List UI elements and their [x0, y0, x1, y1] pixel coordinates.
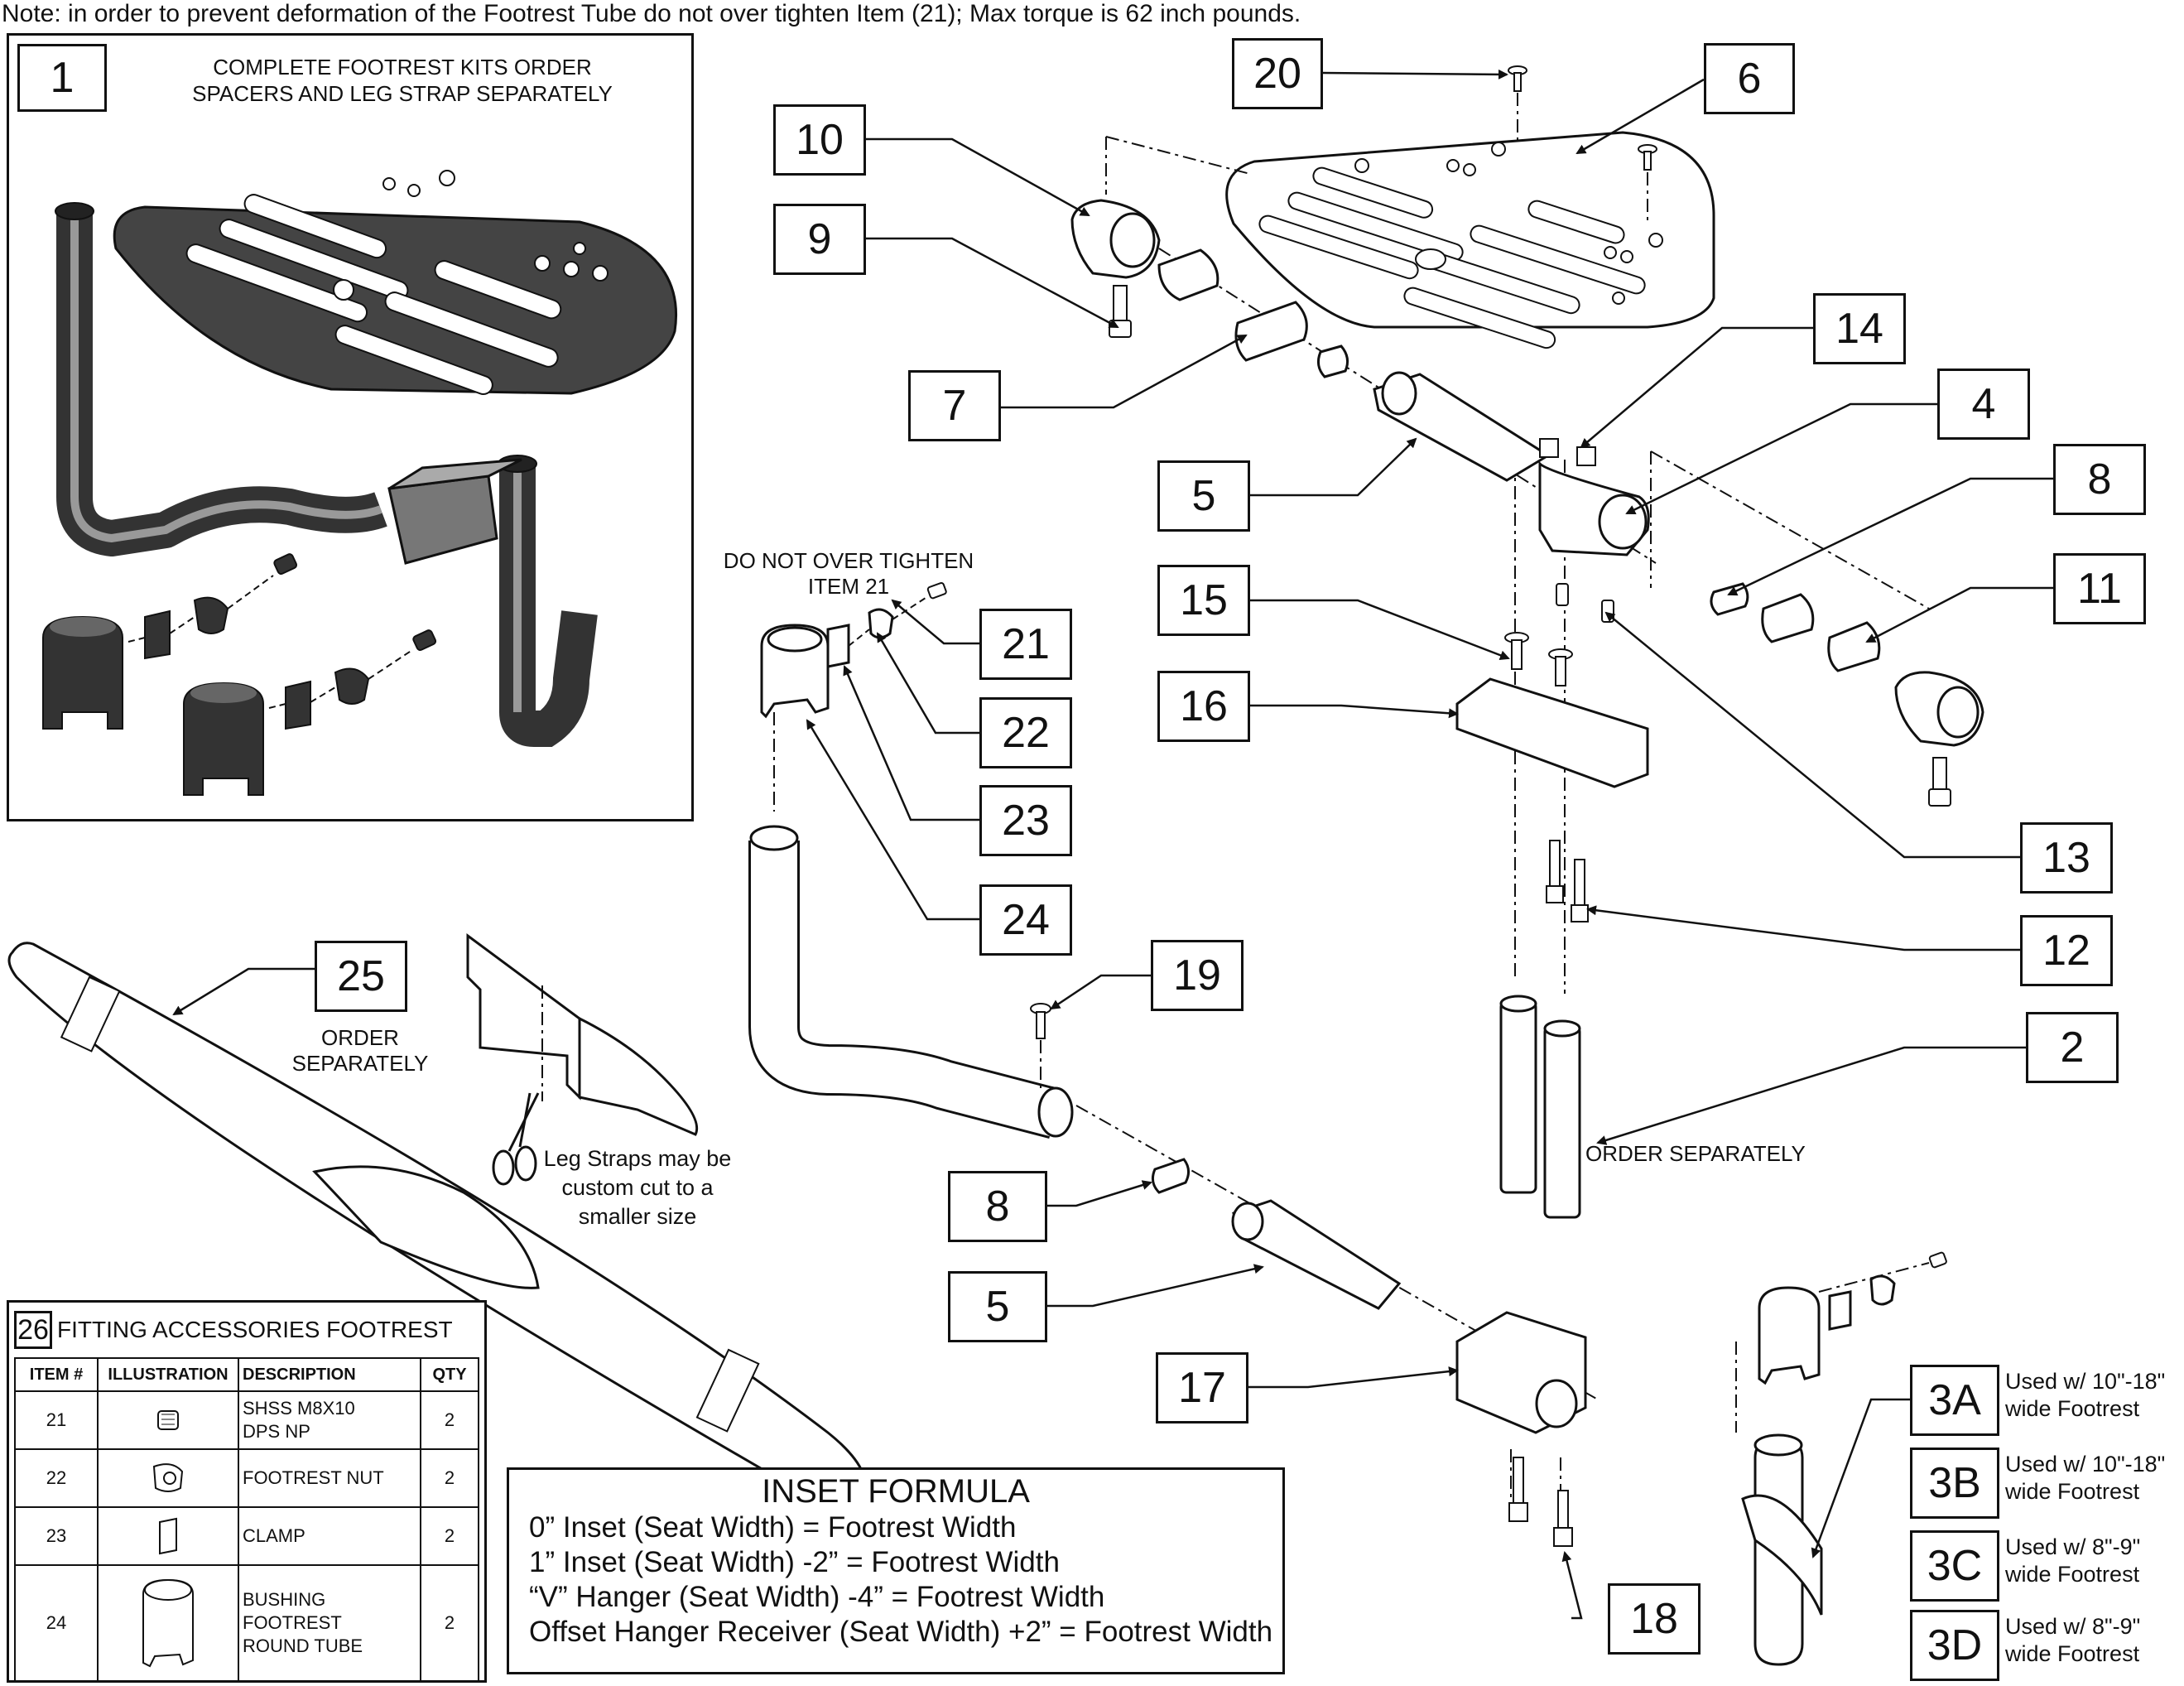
- leg-straps-note: Leg Straps may be custom cut to a smalle…: [543, 1146, 732, 1229]
- footrest-kit-illustration: [42, 170, 677, 796]
- order-separately-25-label: ORDER SEPARATELY: [291, 1025, 429, 1076]
- scissors-icon: [492, 1092, 540, 1186]
- inset-formula-title: INSET FORMULA: [762, 1473, 1030, 1510]
- callout-26: 26: [14, 1311, 52, 1349]
- do-not-over-tighten-label: DO NOT OVER TIGHTEN ITEM 21: [723, 548, 974, 599]
- row-qty: 2: [420, 1390, 479, 1450]
- callout-11: 11: [2053, 553, 2146, 624]
- table-row: 21 SHSS M8X10 DPS NP 2: [14, 1390, 479, 1450]
- callout-20: 20: [1232, 38, 1323, 109]
- row-qty: 2: [420, 1564, 479, 1682]
- table-title-text: FITTING ACCESSORIES FOOTREST: [57, 1317, 453, 1342]
- header-description: DESCRIPTION: [238, 1357, 421, 1392]
- table-row: 23 CLAMP 2: [14, 1506, 479, 1566]
- leg-strap-illustration: [7, 933, 867, 1515]
- callout-18: 18: [1608, 1583, 1701, 1655]
- footrest-nut-icon: [102, 1460, 234, 1496]
- table-header-row: ITEM # ILLUSTRATION DESCRIPTION QTY: [14, 1357, 479, 1392]
- used-with-3b: Used w/ 10"-18" wide Footrest: [2005, 1452, 2166, 1504]
- row-description: CLAMP: [238, 1506, 421, 1566]
- header-illustration: ILLUSTRATION: [97, 1357, 239, 1392]
- callout-10: 10: [773, 104, 866, 176]
- row-description: FOOTREST NUT: [238, 1448, 421, 1508]
- table-row: 24 BUSHING FOOTREST ROUND TUBE 2: [14, 1564, 479, 1682]
- callout-3b: 3B: [1910, 1448, 1999, 1519]
- used-with-3a: Used w/ 10"-18" wide Footrest: [2005, 1369, 2166, 1421]
- main-exploded-view: [773, 65, 1984, 1547]
- row-item: 21: [14, 1390, 99, 1450]
- inset-formula-panel: INSET FORMULA 0” Inset (Seat Width) = Fo…: [507, 1467, 1285, 1674]
- fitting-accessories-table: 26 FITTING ACCESSORIES FOOTREST ITEM # I…: [7, 1300, 487, 1683]
- kit-right-tube: [499, 464, 598, 747]
- callout-3c: 3C: [1910, 1530, 1999, 1602]
- callout-5-lower: 5: [948, 1271, 1047, 1342]
- callout-15: 15: [1157, 565, 1250, 636]
- callout-3d: 3D: [1910, 1610, 1999, 1681]
- callout-3a: 3A: [1910, 1365, 1999, 1436]
- set-screw-icon: [102, 1406, 234, 1434]
- callout-25: 25: [315, 941, 407, 1012]
- order-separately-2-label: ORDER SEPARATELY: [1585, 1141, 1806, 1166]
- inset-formula-line: 0” Inset (Seat Width) = Footrest Width: [529, 1511, 1017, 1544]
- row-description: SHSS M8X10 DPS NP: [238, 1390, 421, 1450]
- header-qty: QTY: [420, 1357, 479, 1392]
- callout-7: 7: [908, 370, 1001, 441]
- header-item: ITEM #: [14, 1357, 99, 1392]
- callout-24: 24: [979, 884, 1072, 956]
- callout-5-upper: 5: [1157, 460, 1250, 532]
- row-item: 23: [14, 1506, 99, 1566]
- callout-22: 22: [979, 697, 1072, 768]
- callout-6: 6: [1704, 43, 1795, 114]
- row-qty: 2: [420, 1506, 479, 1566]
- callout-1: 1: [17, 44, 107, 112]
- callout-9: 9: [773, 204, 866, 275]
- callout-19: 19: [1151, 940, 1244, 1011]
- table-row: 22 FOOTREST NUT 2: [14, 1448, 479, 1508]
- callout-21: 21: [979, 609, 1072, 680]
- callout-8-upper: 8: [2053, 444, 2146, 515]
- used-with-3c: Used w/ 8"-9" wide Footrest: [2005, 1534, 2141, 1587]
- inset-formula-line: 1” Inset (Seat Width) -2” = Footrest Wid…: [529, 1546, 1060, 1578]
- inset-formula-line: “V” Hanger (Seat Width) -4” = Footrest W…: [529, 1581, 1105, 1613]
- inset-formula-line: Offset Hanger Receiver (Seat Width) +2” …: [529, 1616, 1273, 1648]
- lower-exploded-view: [748, 582, 1947, 1666]
- torque-note: Note: in order to prevent deformation of…: [2, 0, 1301, 27]
- footrest-kit-panel: 1 COMPLETE FOOTREST KITS ORDER SPACERS A…: [7, 33, 694, 821]
- callout-2: 2: [2026, 1012, 2119, 1083]
- bushing-icon: [102, 1573, 234, 1673]
- table-title: 26 FITTING ACCESSORIES FOOTREST: [14, 1311, 453, 1349]
- parts-table: ITEM # ILLUSTRATION DESCRIPTION QTY 21 S…: [14, 1357, 479, 1682]
- callout-4: 4: [1937, 369, 2030, 440]
- callout-14: 14: [1813, 293, 1906, 364]
- callout-17: 17: [1156, 1352, 1248, 1423]
- row-item: 22: [14, 1448, 99, 1508]
- callout-8-lower: 8: [948, 1171, 1047, 1242]
- callout-12: 12: [2020, 915, 2113, 986]
- row-qty: 2: [420, 1448, 479, 1508]
- callout-13: 13: [2020, 822, 2113, 894]
- callout-16: 16: [1157, 671, 1250, 742]
- kit-order-note: COMPLETE FOOTREST KITS ORDER SPACERS AND…: [192, 55, 613, 106]
- row-item: 24: [14, 1564, 99, 1682]
- clamp-icon: [102, 1515, 234, 1557]
- callout-23: 23: [979, 785, 1072, 856]
- used-with-3d: Used w/ 8"-9" wide Footrest: [2005, 1614, 2141, 1666]
- row-description: BUSHING FOOTREST ROUND TUBE: [238, 1564, 421, 1682]
